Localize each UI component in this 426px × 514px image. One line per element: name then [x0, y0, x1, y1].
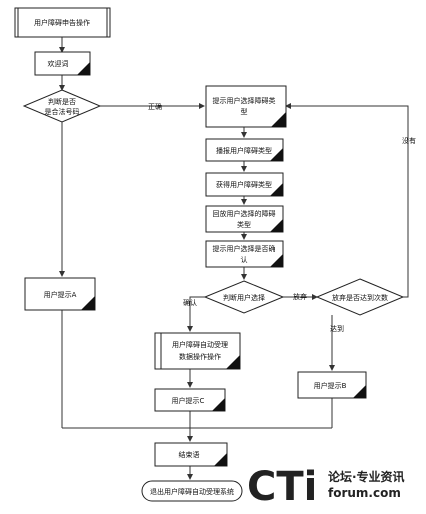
label-confirm: 确认	[183, 298, 197, 307]
node-start-label: 用户障碍申告操作	[34, 18, 90, 27]
node-prompt-select-line2: 型	[241, 107, 248, 116]
node-play-types-label: 播报用户障碍类型	[216, 146, 272, 155]
watermark: CTi 论坛·专业资讯 forum.com	[247, 464, 405, 510]
node-replay-type: 回放用户选择的障碍 类型	[205, 205, 284, 233]
node-prompt-a: 用户提示A	[24, 277, 96, 311]
node-get-type: 获得用户障碍类型	[205, 172, 284, 197]
node-welcome: 欢迎词	[34, 51, 91, 76]
node-welcome-label: 欢迎词	[48, 59, 69, 68]
node-prompt-a-label: 用户提示A	[44, 290, 77, 299]
watermark-title: 论坛·专业资讯	[328, 469, 405, 484]
node-replay-type-line2: 类型	[237, 220, 251, 229]
node-abandon-count-label: 放弃是否达到次数	[332, 293, 388, 302]
node-prompt-c: 用户提示C	[154, 388, 226, 412]
node-get-type-label: 获得用户障碍类型	[216, 180, 272, 189]
node-check-number: 判断是否 是合法号码	[22, 89, 102, 123]
node-abandon-count: 放弃是否达到次数	[315, 278, 405, 316]
node-prompt-confirm-line2: 认	[241, 255, 248, 264]
connectors	[59, 37, 409, 480]
watermark-logo-cti: CTi	[247, 464, 317, 510]
edge-labels: 正确 没有 放弃 确认 达到	[148, 102, 416, 333]
node-prompt-c-label: 用户提示C	[172, 396, 205, 405]
node-judge-choice: 判断用户选择	[203, 280, 285, 314]
node-prompt-select-line1: 提示用户选择障碍类	[213, 96, 276, 105]
node-auto-accept-line1: 用户障碍自动受理	[172, 340, 228, 349]
node-check-number-line2: 是合法号码	[45, 107, 80, 116]
label-reached: 达到	[330, 324, 344, 333]
label-none: 没有	[402, 136, 416, 145]
watermark-domain: forum.com	[328, 486, 401, 500]
node-exit: 退出用户障碍自动受理系统	[141, 480, 243, 502]
node-ending: 结束语	[154, 442, 228, 467]
node-auto-accept: 用户障碍自动受理 数据操作操作	[154, 332, 241, 370]
node-exit-label: 退出用户障碍自动受理系统	[150, 487, 234, 496]
node-check-number-line1: 判断是否	[48, 97, 76, 106]
node-prompt-confirm: 提示用户选择是否确 认	[205, 240, 284, 268]
label-correct: 正确	[148, 102, 162, 111]
node-judge-choice-label: 判断用户选择	[223, 293, 265, 302]
node-play-types: 播报用户障碍类型	[205, 138, 284, 162]
node-replay-type-line1: 回放用户选择的障碍	[213, 209, 276, 218]
node-prompt-b: 用户提示B	[297, 371, 367, 399]
node-prompt-select: 提示用户选择障碍类 型	[205, 85, 287, 128]
edge-judge-confirm	[187, 296, 205, 332]
node-start: 用户障碍申告操作	[14, 7, 111, 38]
label-abandon: 放弃	[293, 292, 307, 301]
node-prompt-b-label: 用户提示B	[314, 381, 347, 390]
edge-none-back	[285, 103, 409, 298]
node-ending-label: 结束语	[179, 450, 200, 459]
node-prompt-confirm-line1: 提示用户选择是否确	[213, 244, 276, 253]
node-auto-accept-line2: 数据操作操作	[179, 352, 221, 361]
